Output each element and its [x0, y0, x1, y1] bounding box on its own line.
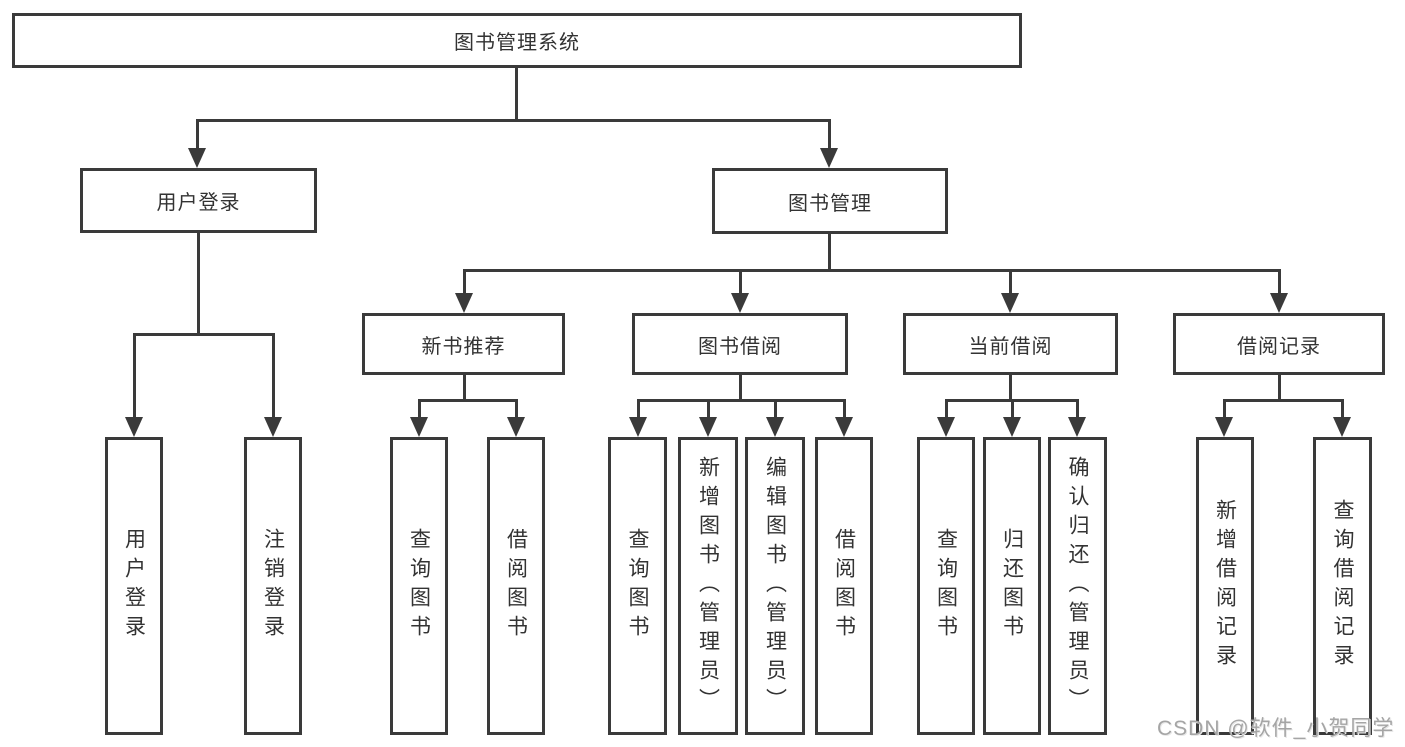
connector-line	[945, 399, 948, 418]
connector-line	[637, 399, 640, 418]
arrow-down-icon	[125, 417, 143, 437]
node-new-book-recommend: 新书推荐	[362, 313, 565, 375]
connector-line	[515, 68, 518, 120]
connector-line	[637, 399, 846, 402]
node-logout: 注销登录	[244, 437, 302, 735]
node-logout-label: 注销登录	[261, 528, 285, 644]
connector-line	[843, 399, 846, 418]
node-query-books-current: 查询图书	[917, 437, 975, 735]
node-new-book-recommend-label: 新书推荐	[421, 335, 506, 358]
connector-line	[739, 269, 742, 295]
connector-line	[774, 399, 777, 418]
arrow-down-icon	[455, 293, 473, 313]
connector-line	[707, 399, 710, 418]
node-book-management: 图书管理	[712, 168, 948, 234]
node-edit-books-admin: 编辑图书（管理员）	[745, 437, 805, 735]
connector-line	[463, 269, 466, 295]
node-book-borrowing: 图书借阅	[632, 313, 848, 375]
arrow-down-icon	[731, 293, 749, 313]
node-borrowing-records: 借阅记录	[1173, 313, 1385, 375]
node-book-management-label: 图书管理	[788, 192, 872, 215]
arrow-down-icon	[264, 417, 282, 437]
node-book-borrowing-label: 图书借阅	[698, 335, 782, 358]
connector-line	[1223, 399, 1344, 402]
node-add-books-admin-label: 新增图书（管理员）	[696, 455, 720, 717]
connector-line	[463, 269, 1281, 272]
arrow-down-icon	[1333, 417, 1351, 437]
node-current-borrowing: 当前借阅	[903, 313, 1118, 375]
node-borrow-books-recommend-label: 借阅图书	[504, 528, 528, 644]
connector-line	[1278, 375, 1281, 402]
arrow-down-icon	[1215, 417, 1233, 437]
node-query-borrow-record-label: 查询借阅记录	[1331, 499, 1354, 673]
node-borrow-books-recommend: 借阅图书	[487, 437, 545, 735]
connector-line	[1076, 399, 1079, 418]
connector-line	[1341, 399, 1344, 418]
connector-line	[463, 375, 466, 402]
node-edit-books-admin-label: 编辑图书（管理员）	[763, 455, 787, 717]
connector-line	[828, 119, 831, 149]
node-user-login-label: 用户登录	[156, 192, 241, 214]
connector-line	[515, 399, 518, 418]
arrow-down-icon	[699, 417, 717, 437]
arrow-down-icon	[188, 148, 206, 168]
node-add-books-admin: 新增图书（管理员）	[678, 437, 738, 735]
connector-line	[739, 375, 742, 402]
arrow-down-icon	[937, 417, 955, 437]
arrow-down-icon	[1068, 417, 1086, 437]
node-confirm-return-admin-label: 确认归还（管理员）	[1066, 455, 1089, 717]
node-return-books: 归还图书	[983, 437, 1041, 735]
node-borrow-books-leaf: 借阅图书	[815, 437, 873, 735]
node-query-books-recommend-label: 查询图书	[407, 528, 431, 644]
node-user-login: 用户登录	[80, 168, 317, 233]
node-query-books-recommend: 查询图书	[390, 437, 448, 735]
arrow-down-icon	[629, 417, 647, 437]
arrow-down-icon	[1270, 293, 1288, 313]
node-user-login-leaf: 用户登录	[105, 437, 163, 735]
node-user-login-leaf-label: 用户登录	[122, 528, 146, 644]
connector-line	[418, 399, 518, 402]
node-add-borrow-record-label: 新增借阅记录	[1213, 499, 1237, 673]
node-library-system: 图书管理系统	[12, 13, 1022, 68]
connector-line	[828, 234, 831, 272]
node-current-borrowing-label: 当前借阅	[968, 335, 1053, 358]
connector-line	[1223, 399, 1226, 418]
node-library-system-label: 图书管理系统	[454, 32, 580, 54]
arrow-down-icon	[507, 417, 525, 437]
arrow-down-icon	[820, 148, 838, 168]
connector-line	[272, 333, 275, 418]
node-borrow-books-leaf-label: 借阅图书	[832, 528, 856, 644]
connector-line	[1009, 375, 1012, 402]
connector-line	[196, 119, 831, 122]
node-query-books-current-label: 查询图书	[934, 528, 958, 644]
arrow-down-icon	[835, 417, 853, 437]
node-query-books-borrow-label: 查询图书	[626, 528, 649, 644]
connector-line	[1009, 269, 1012, 295]
node-query-books-borrow: 查询图书	[608, 437, 667, 735]
arrow-down-icon	[1003, 417, 1021, 437]
node-add-borrow-record: 新增借阅记录	[1196, 437, 1254, 735]
watermark-text: CSDN @软件_小贺同学	[1157, 717, 1395, 740]
connector-line	[133, 333, 136, 418]
node-return-books-label: 归还图书	[1000, 528, 1024, 644]
connector-line	[197, 233, 200, 336]
connector-line	[418, 399, 421, 418]
node-query-borrow-record: 查询借阅记录	[1313, 437, 1372, 735]
arrow-down-icon	[410, 417, 428, 437]
arrow-down-icon	[766, 417, 784, 437]
connector-line	[133, 333, 275, 336]
arrow-down-icon	[1001, 293, 1019, 313]
connector-line	[196, 119, 199, 149]
node-borrowing-records-label: 借阅记录	[1237, 335, 1321, 358]
connector-line	[1278, 269, 1281, 295]
connector-line	[1011, 399, 1014, 418]
node-confirm-return-admin: 确认归还（管理员）	[1048, 437, 1107, 735]
